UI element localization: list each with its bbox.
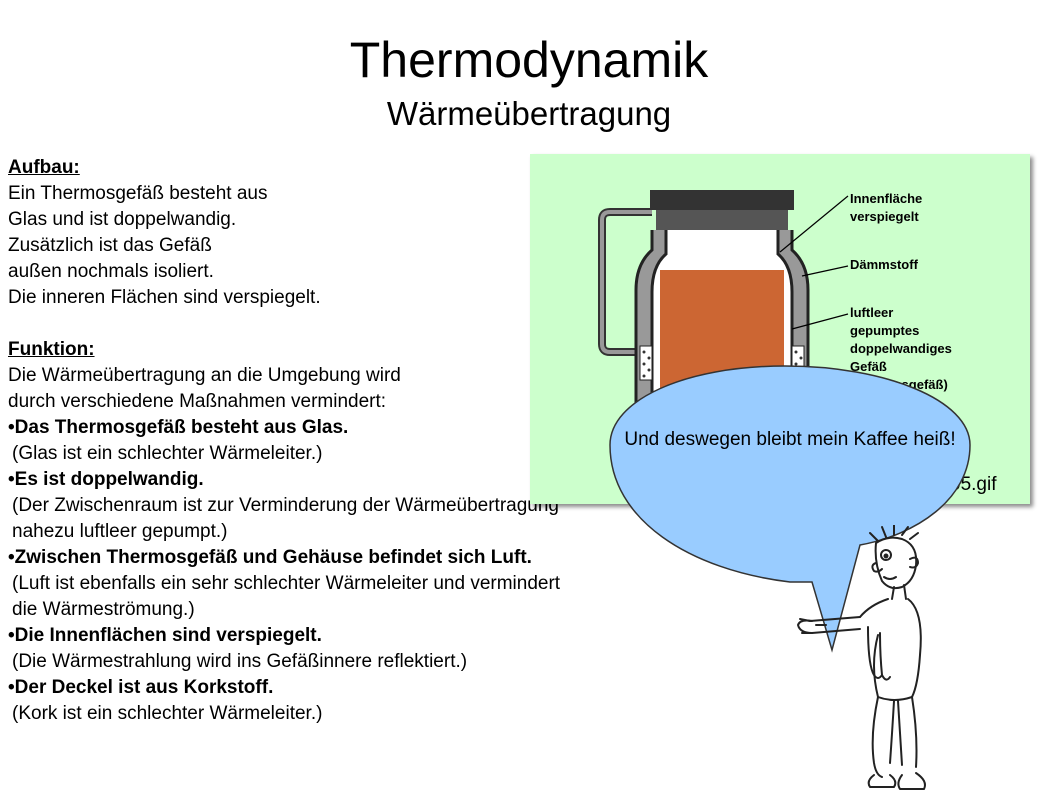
cartoon-man [797, 525, 926, 790]
label-line: Innenfläche [850, 191, 923, 206]
point-detail: nahezu luftleer gepumpt.) [12, 521, 228, 542]
funktion-heading: Funktion: [8, 339, 95, 360]
label-line: doppelwandiges [850, 341, 952, 356]
image-filename: 05.gif [950, 474, 997, 495]
label-vacuum: luftleer gepumptes doppelwandiges Gefäß … [850, 304, 952, 394]
funktion-line: durch verschiedene Maßnahmen vermindert: [8, 391, 387, 412]
funktion-line: Die Wärmeübertragung an die Umgebung wir… [8, 365, 401, 386]
aufbau-line: außen nochmals isoliert. [8, 261, 214, 282]
point-title: •Das Thermosgefäß besteht aus Glas. [8, 417, 349, 438]
point-detail: (Die Wärmestrahlung wird ins Gefäßinnere… [12, 651, 468, 672]
label-line: luftleer [850, 305, 894, 320]
point-detail: (Kork ist ein schlechter Wärmeleiter.) [12, 703, 323, 724]
label-line: Gefäß [850, 359, 887, 374]
point-detail: (Luft ist ebenfalls ein sehr schlechter … [12, 573, 561, 594]
explanation-text: Aufbau: Ein Thermosgefäß besteht aus Gla… [8, 155, 728, 727]
point-detail: (Glas ist ein schlechter Wärmeleiter.) [12, 443, 323, 464]
point-title: •Der Deckel ist aus Korkstoff. [8, 677, 274, 698]
point-title: •Zwischen Thermosgefäß und Gehäuse befin… [8, 547, 532, 568]
page-title: Thermodynamik [349, 32, 709, 88]
point-detail: die Wärmeströmung.) [12, 599, 195, 620]
aufbau-line: Ein Thermosgefäß besteht aus [8, 183, 268, 204]
label-line: verspiegelt [850, 209, 919, 224]
point-detail: (Der Zwischenraum ist zur Verminderung d… [12, 495, 559, 516]
label-insulation: Dämmstoff [850, 257, 918, 272]
aufbau-line: Zusätzlich ist das Gefäß [8, 235, 212, 256]
coffee-fill [660, 270, 784, 504]
label-line: msgefäß) [890, 377, 948, 392]
aufbau-line: Glas und ist doppelwandig. [8, 209, 237, 230]
aufbau-heading: Aufbau: [8, 157, 80, 178]
speech-bubble-text: Und deswegen bleibt mein Kaffee heiß! [624, 429, 956, 450]
label-line: gepumptes [850, 323, 920, 338]
point-title: •Die Innenflächen sind verspiegelt. [8, 625, 322, 646]
point-title: •Es ist doppelwandig. [8, 469, 204, 490]
aufbau-line: Die inneren Flächen sind verspiegelt. [8, 287, 321, 308]
page-subtitle: Wärmeübertragung [386, 95, 672, 132]
label-mirrored: Innenfläche verspiegelt [850, 190, 922, 226]
